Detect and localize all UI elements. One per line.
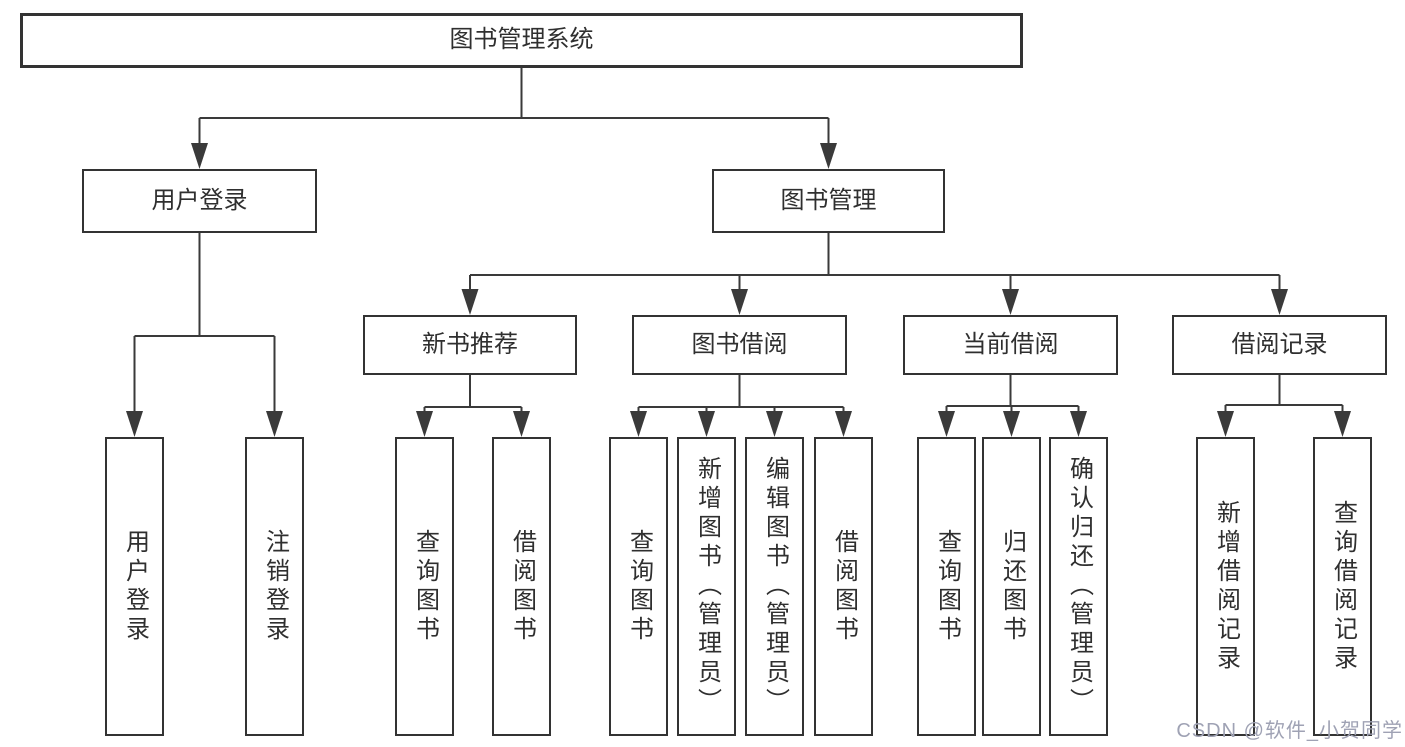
node-label: 归还图书 [998, 528, 1026, 645]
edges-user-login [126, 233, 283, 437]
node-label: 新增借阅记录 [1212, 499, 1240, 674]
arrowhead [698, 411, 715, 437]
node-label: 图书管理 [780, 186, 877, 214]
arrowhead [126, 411, 143, 437]
node-current-borrow: 当前借阅 [903, 315, 1118, 375]
edges-book-management [461, 233, 1288, 315]
arrowhead [938, 411, 955, 437]
leaf-records-query-borrow-record: 查询借阅记录 [1313, 437, 1372, 736]
arrowhead [461, 289, 479, 315]
node-label: 借阅记录 [1231, 330, 1328, 358]
edges-borrow-records [1217, 375, 1351, 437]
arrowhead [416, 411, 433, 437]
leaf-recommend-borrow-books: 借阅图书 [492, 437, 551, 736]
node-user-login: 用户登录 [82, 169, 317, 233]
leaf-current-query-books: 查询图书 [917, 437, 976, 736]
arrowhead [835, 411, 852, 437]
node-label: 图书借阅 [691, 330, 788, 358]
arrowhead [1070, 411, 1087, 437]
edges-current-borrow [938, 375, 1087, 437]
node-label: 查询借阅记录 [1329, 499, 1357, 674]
arrowhead [820, 143, 837, 169]
node-book-management: 图书管理 [712, 169, 945, 233]
arrowhead [266, 411, 283, 437]
node-label: 查询图书 [933, 528, 961, 645]
arrowhead [513, 411, 530, 437]
node-book-borrow: 图书借阅 [632, 315, 847, 375]
node-label: 用户登录 [151, 186, 248, 214]
node-label: 新增图书（管理员） [693, 456, 721, 717]
arrowhead [1271, 289, 1288, 315]
csdn-watermark: CSDN @软件_小贺同学 [1176, 720, 1403, 742]
arrowhead [1217, 411, 1234, 437]
arrowhead [731, 289, 748, 315]
leaf-current-return-books: 归还图书 [982, 437, 1041, 736]
node-library-management-system: 图书管理系统 [20, 13, 1023, 68]
node-label: 查询图书 [625, 528, 653, 645]
leaf-recommend-query-books: 查询图书 [395, 437, 454, 736]
node-label: 图书管理系统 [449, 26, 594, 54]
edges-book-borrow [630, 375, 852, 437]
node-label: 注销登录 [261, 528, 289, 645]
arrowhead [766, 411, 783, 437]
leaf-borrow-edit-books-admin: 编辑图书（管理员） [745, 437, 804, 736]
node-label: 查询图书 [411, 528, 439, 645]
leaf-current-confirm-return-admin: 确认归还（管理员） [1049, 437, 1108, 736]
leaf-user-login: 用户登录 [105, 437, 164, 736]
leaf-borrow-add-books-admin: 新增图书（管理员） [677, 437, 736, 736]
node-new-book-recommend: 新书推荐 [363, 315, 577, 375]
leaf-records-add-borrow-record: 新增借阅记录 [1196, 437, 1255, 736]
node-label: 用户登录 [121, 528, 149, 645]
arrowhead [1003, 411, 1020, 437]
node-label: 确认归还（管理员） [1065, 456, 1093, 717]
edges-root [191, 68, 837, 169]
node-label: 当前借阅 [962, 330, 1059, 358]
arrowhead [1334, 411, 1351, 437]
node-label: 新书推荐 [422, 330, 518, 358]
edges-new-book-recommend [416, 375, 530, 437]
leaf-borrow-query-books: 查询图书 [609, 437, 668, 736]
node-borrow-records: 借阅记录 [1172, 315, 1387, 375]
leaf-borrow-borrow-books: 借阅图书 [814, 437, 873, 736]
arrowhead [630, 411, 647, 437]
leaf-logout: 注销登录 [245, 437, 304, 736]
node-label: 借阅图书 [508, 528, 536, 645]
arrowhead [1002, 289, 1019, 315]
node-label: 编辑图书（管理员） [761, 456, 789, 717]
arrowhead [191, 143, 208, 169]
node-label: 借阅图书 [830, 528, 858, 645]
